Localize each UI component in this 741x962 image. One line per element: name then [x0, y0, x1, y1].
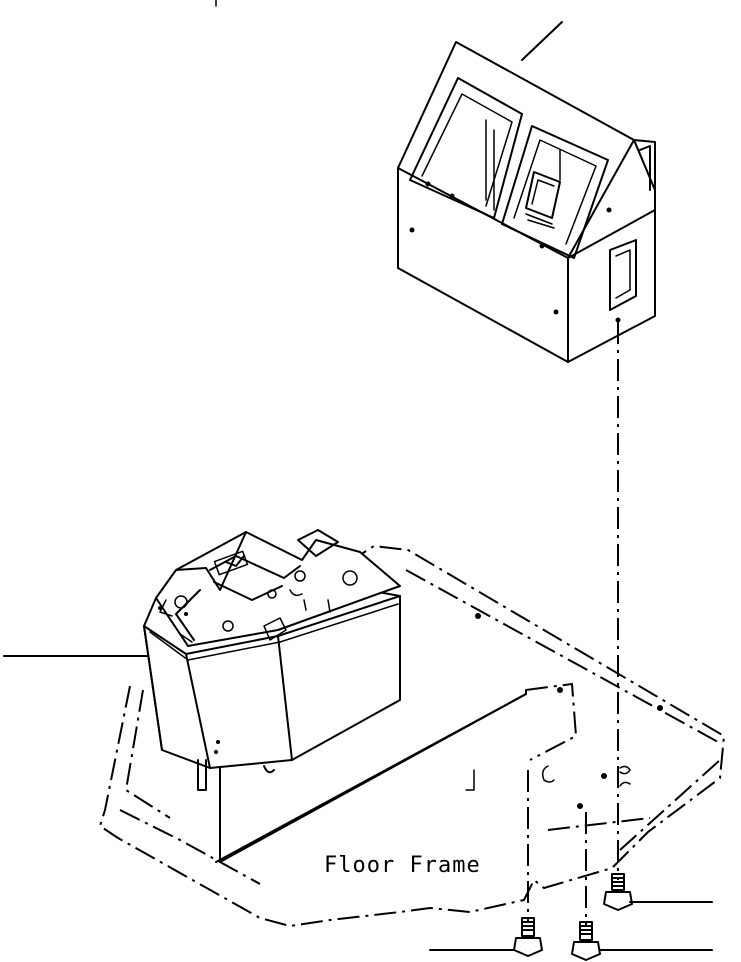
console-leader-line: [521, 21, 563, 61]
bolt-right: [603, 873, 713, 911]
bolt-left: [429, 917, 543, 957]
floor-frame-label: Floor Frame: [324, 853, 481, 878]
floor-frame: [98, 544, 726, 928]
bolt-middle: [571, 921, 713, 961]
control-box: [3, 529, 401, 791]
console-housing: [397, 21, 656, 363]
